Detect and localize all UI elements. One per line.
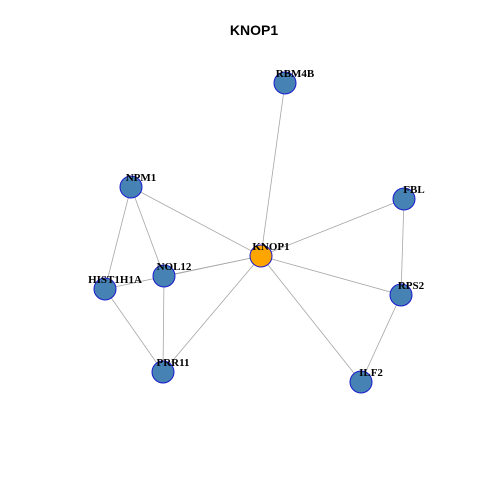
node-circle-nol12[interactable] — [152, 264, 176, 288]
node-label-knop1: KNOP1 — [252, 241, 289, 253]
node-knop1[interactable]: KNOP1 — [249, 241, 290, 268]
node-hist1h1a[interactable]: HIST1H1A — [88, 274, 142, 301]
edge-fbl-rps2 — [400, 198, 405, 296]
edge-knop1-hist1h1a — [104, 255, 262, 290]
edge-npm1-hist1h1a — [104, 186, 132, 290]
node-circle-rbm4b[interactable] — [273, 71, 297, 95]
node-npm1[interactable]: NPM1 — [119, 172, 157, 199]
node-ilf2[interactable]: ILF2 — [349, 367, 383, 394]
node-label-rps2: RPS2 — [398, 280, 425, 292]
edge-knop1-rbm4b — [260, 82, 286, 257]
node-circle-rps2[interactable] — [389, 283, 413, 307]
node-label-rbm4b: RBM4B — [276, 68, 315, 80]
node-circle-knop1[interactable] — [249, 244, 273, 268]
node-circle-npm1[interactable] — [119, 175, 143, 199]
node-rbm4b[interactable]: RBM4B — [273, 68, 315, 95]
edges-layer — [104, 82, 405, 383]
node-circle-prr11[interactable] — [151, 360, 175, 384]
edge-knop1-prr11 — [162, 255, 262, 373]
node-label-nol12: NOL12 — [157, 261, 192, 273]
edge-knop1-ilf2 — [260, 255, 362, 383]
node-label-ilf2: ILF2 — [359, 367, 383, 379]
edge-knop1-fbl — [260, 198, 405, 257]
edge-knop1-npm1 — [130, 186, 262, 257]
graph-title: KNOP1 — [230, 22, 278, 38]
node-circle-hist1h1a[interactable] — [93, 277, 117, 301]
node-rps2[interactable]: RPS2 — [389, 280, 425, 307]
node-label-fbl: FBL — [403, 184, 424, 196]
node-label-hist1h1a: HIST1H1A — [88, 274, 142, 286]
node-circle-ilf2[interactable] — [349, 370, 373, 394]
node-label-npm1: NPM1 — [126, 172, 157, 184]
node-label-prr11: PRR11 — [157, 357, 190, 369]
edge-nol12-prr11 — [162, 275, 165, 373]
node-circle-fbl[interactable] — [392, 187, 416, 211]
node-prr11[interactable]: PRR11 — [151, 357, 190, 384]
edge-knop1-rps2 — [260, 255, 402, 296]
edge-npm1-nol12 — [130, 186, 165, 277]
edge-hist1h1a-prr11 — [104, 288, 164, 373]
node-nol12[interactable]: NOL12 — [152, 261, 192, 288]
node-fbl[interactable]: FBL — [392, 184, 425, 211]
edge-rps2-ilf2 — [360, 294, 402, 383]
